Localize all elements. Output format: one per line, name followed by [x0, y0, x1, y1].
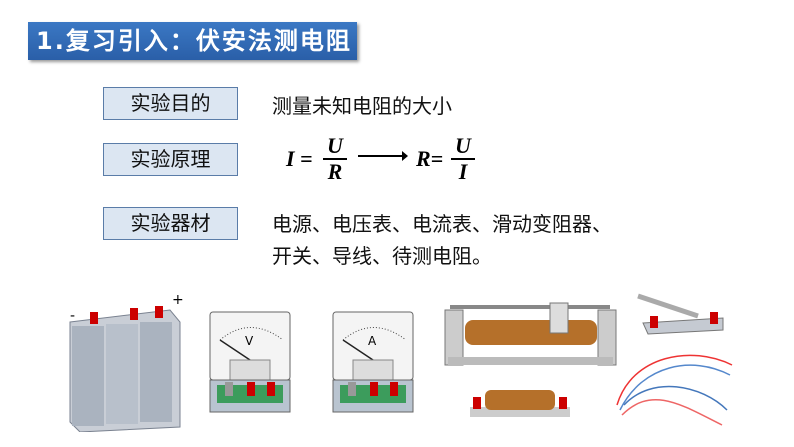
- wires-image: [616, 354, 733, 426]
- svg-text:-: -: [70, 308, 75, 324]
- ammeter-image: [332, 311, 414, 413]
- label-equipment: 实验器材: [103, 207, 238, 240]
- denominator: I: [458, 159, 468, 184]
- numerator: U: [451, 134, 475, 160]
- rheostat-image: [444, 302, 617, 366]
- label-principle: 实验原理: [103, 143, 238, 176]
- switch-image: [637, 293, 724, 335]
- resistor-image: [470, 390, 570, 417]
- voltmeter-symbol: V: [245, 334, 254, 348]
- slide-title: 1.复习引入：伏安法测电阻: [28, 22, 357, 60]
- formula-lhs1: I =: [286, 146, 313, 171]
- svg-text:+: +: [172, 292, 184, 308]
- voltmeter-image: [209, 311, 291, 413]
- label-purpose: 实验目的: [103, 87, 238, 120]
- purpose-text: 测量未知电阻的大小: [272, 94, 452, 118]
- numerator: U: [323, 134, 347, 160]
- equipment-text-1: 电源、电压表、电流表、滑动变阻器、: [272, 212, 612, 236]
- battery-image: -+: [69, 292, 184, 432]
- denominator: R: [327, 159, 343, 184]
- formula-lhs2: R=: [416, 146, 444, 171]
- ammeter-symbol: A: [368, 334, 377, 348]
- arrow-icon: [358, 151, 408, 161]
- equipment-text-2: 开关、导线、待测电阻。: [272, 244, 492, 268]
